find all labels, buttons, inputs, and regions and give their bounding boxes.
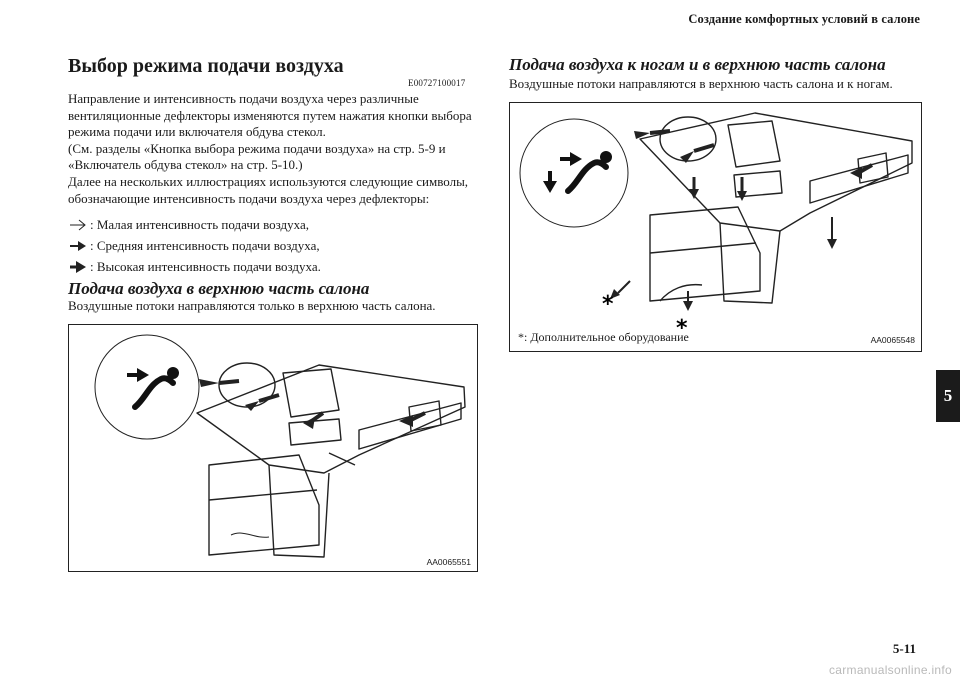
mode-symbol-circle [94,334,200,440]
optional-equipment-footnote: *: Дополнительное оборудование [518,330,689,344]
face-vent-mode-icon [127,367,179,410]
figure-upper-mode: AA0065551 [68,324,478,572]
bilevel-mode-icon [543,151,612,194]
svg-text:*: * [676,316,688,341]
upper-mode-title: Подача воздуха в верхнюю часть салона [68,279,370,298]
airflow-arrow-icon [610,129,873,311]
page-number: 5-11 [892,641,916,656]
section-code: E00727100017 [408,78,466,88]
figure-code: AA0065551 [426,557,471,567]
chapter-tab: 5 [936,370,960,422]
dashboard-illustration-bilevel: * * [519,112,913,341]
arrow-medium-intensity-icon [70,240,86,251]
section-title: Выбор режима подачи воздуха [68,55,344,77]
bilevel-mode-text: Воздушные потоки направляются в верхнюю … [509,76,893,91]
legend-text: : Высокая интенсивность подачи воздуха. [90,258,321,274]
arrow-low-intensity-icon [70,219,86,230]
mode-symbol-circle [519,118,629,228]
paragraph: Направление и интенсивность подачи возду… [68,91,472,140]
arrow-high-intensity-icon [70,260,86,273]
intensity-legend: : Малая интенсивность подачи воздуха, : … [68,214,484,277]
legend-text: : Средняя интенсивность подачи воздуха, [90,237,320,253]
watermark: carmanualsonline.info [828,663,952,677]
upper-mode-text: Воздушные потоки направляются только в в… [68,298,436,313]
legend-item-low: : Малая интенсивность подачи воздуха, [68,214,484,235]
running-header: Создание комфортных условий в салоне [688,12,920,26]
paragraph: Далее на нескольких иллюстрациях использ… [68,173,469,206]
bilevel-mode-title: Подача воздуха к ногам и в верхнюю часть… [509,55,886,74]
svg-text:*: * [602,292,614,317]
paragraph: (См. разделы «Кнопка выбора режима подач… [68,140,446,173]
airflow-arrow-icon [199,379,426,429]
figure-bilevel-mode: * * *: Дополнительное оборудование AA006… [509,102,922,352]
legend-text: : Малая интенсивность подачи воздуха, [90,216,309,232]
legend-item-medium: : Средняя интенсивность подачи воздуха, [68,235,484,256]
legend-item-high: : Высокая интенсивность подачи воздуха. [68,256,484,277]
section-body: Направление и интенсивность подачи возду… [68,91,484,207]
dashboard-illustration-upper [94,334,466,558]
figure-code: AA0065548 [870,335,915,345]
